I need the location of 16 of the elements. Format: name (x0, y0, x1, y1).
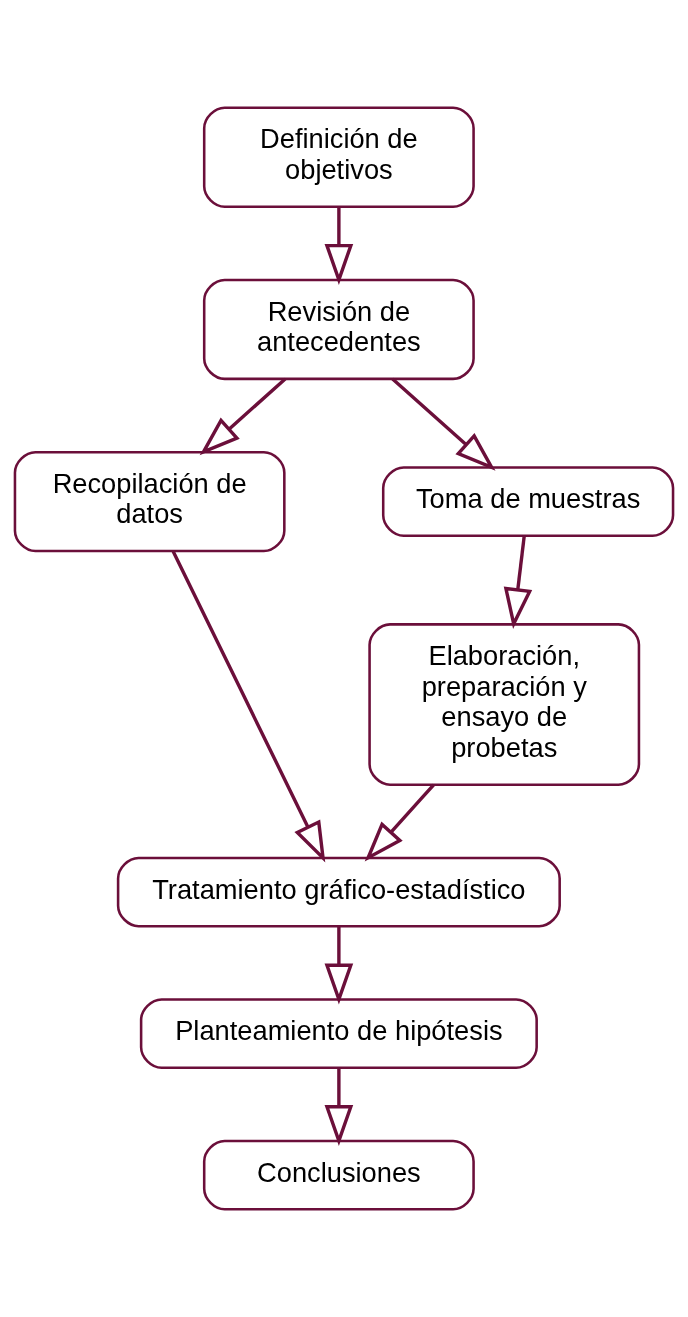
node-box: Elaboración, preparación y ensayo de probetas (368, 623, 641, 786)
node-box: Definición de objetivos (202, 106, 475, 208)
arrow (503, 535, 533, 629)
arrow (199, 377, 287, 456)
arrow (364, 783, 435, 862)
node-box: Revisión de antecedentes (202, 278, 475, 381)
node-box: Toma de muestras (381, 466, 675, 538)
arrow (324, 1068, 354, 1147)
arrow (324, 926, 354, 1005)
node-box: Tratamiento gráfico-estadístico (116, 856, 561, 928)
arrow (324, 206, 354, 285)
arrow (171, 550, 326, 863)
arrow (391, 377, 496, 471)
node-box: Recopilación de datos (13, 450, 286, 553)
node-box: Planteamiento de hipótesis (139, 998, 538, 1069)
node-box: Conclusiones (202, 1139, 475, 1211)
